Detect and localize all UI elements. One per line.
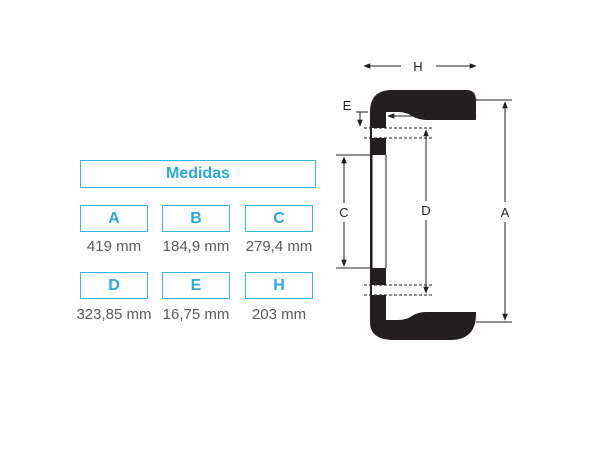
dimension-h-label: H (245, 272, 313, 299)
dimension-b-value: 184,9 mm (162, 238, 230, 255)
dimension-h-value: 203 mm (251, 306, 307, 323)
hub-bore (372, 155, 386, 268)
dimension-h-marker: H (413, 59, 422, 74)
dimension-b-marker: B (424, 108, 433, 123)
bolt-hole-bottom (372, 285, 386, 295)
dimension-c-marker: C (339, 205, 348, 220)
dimension-d-value: 323,85 mm (76, 306, 152, 323)
dimension-a-value: 419 mm (86, 238, 142, 255)
drum-profile (370, 90, 476, 340)
dimension-e-label: E (162, 272, 230, 299)
dimension-a-marker: A (501, 205, 510, 220)
dimension-d-label: D (80, 272, 148, 299)
measurements-title: Medidas (80, 160, 316, 188)
dimension-a-label: A (80, 205, 148, 232)
dimension-b-label: B (162, 205, 230, 232)
dimension-c-label: C (245, 205, 313, 232)
dimension-c-value: 279,4 mm (245, 238, 313, 255)
dimension-d-marker: D (421, 203, 430, 218)
dimension-e-marker: E (343, 98, 352, 113)
dimension-e-value: 16,75 mm (162, 306, 230, 323)
bolt-hole-top (372, 128, 386, 138)
